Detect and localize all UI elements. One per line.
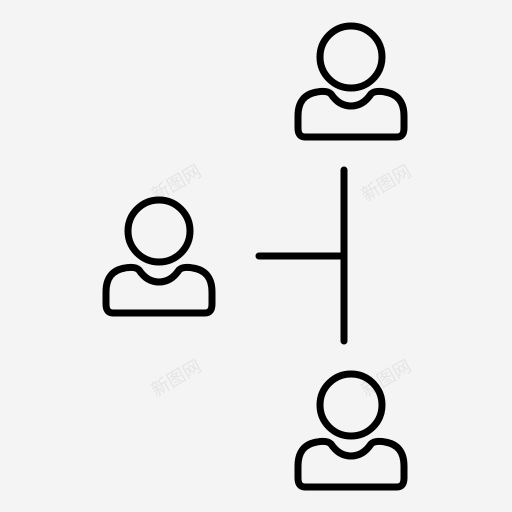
watermark-group: 新图网 新图网 新图网 新图网 — [148, 161, 415, 401]
person-icon-bottom — [294, 370, 408, 491]
watermark-text: 新图网 — [148, 356, 205, 401]
person-body — [294, 437, 408, 491]
person-icon-left — [102, 196, 216, 317]
person-body — [294, 87, 408, 141]
person-head — [316, 370, 386, 440]
person-body — [102, 263, 216, 317]
person-head — [316, 22, 386, 92]
person-icon-top — [294, 22, 408, 141]
person-head — [124, 196, 194, 266]
watermark-text: 新图网 — [358, 161, 415, 206]
